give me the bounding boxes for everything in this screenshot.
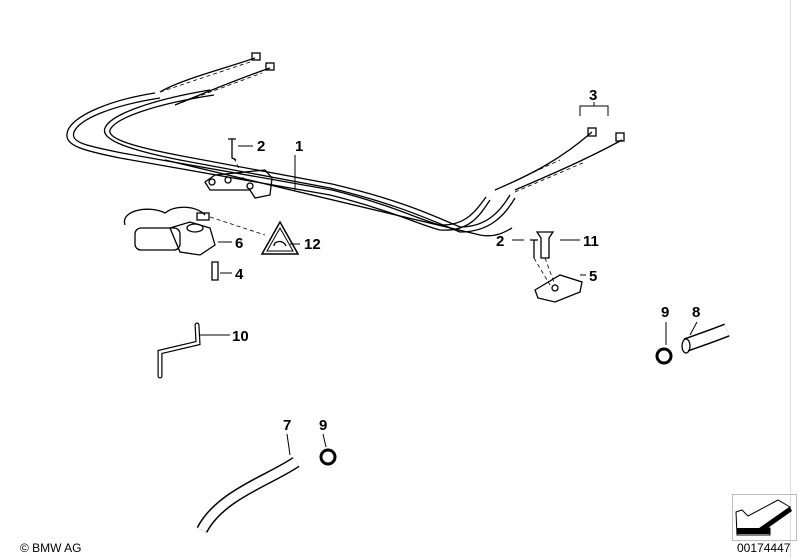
orientation-arrow-icon bbox=[735, 499, 792, 536]
callout-5: 5 bbox=[589, 268, 597, 285]
drive-motor-part-6[interactable] bbox=[124, 206, 266, 281]
callout-2: 2 bbox=[257, 138, 265, 155]
callout-12: 12 bbox=[304, 236, 321, 253]
orientation-box bbox=[732, 494, 797, 541]
callout-9: 9 bbox=[661, 304, 669, 321]
cable-guide-assembly[interactable] bbox=[66, 52, 625, 237]
callout-6: 6 bbox=[235, 235, 243, 252]
warning-label-part-12[interactable] bbox=[260, 220, 300, 255]
hose-part-8[interactable] bbox=[681, 323, 730, 354]
drawing-number: 00174447 bbox=[737, 541, 791, 555]
clip-part-9-bottom[interactable] bbox=[319, 448, 337, 466]
callout-4: 4 bbox=[235, 266, 244, 283]
callout-2-right: 2 bbox=[496, 233, 504, 250]
callout-7: 7 bbox=[283, 417, 291, 434]
leader-lines bbox=[200, 102, 698, 456]
page-edge-line bbox=[790, 0, 791, 559]
screw-part-2[interactable] bbox=[228, 138, 246, 183]
hose-part-7[interactable] bbox=[196, 456, 300, 534]
callout-11: 11 bbox=[583, 233, 599, 250]
bracket-part-5[interactable] bbox=[530, 231, 583, 303]
hex-key-part-10[interactable] bbox=[157, 322, 201, 379]
callout-10: 10 bbox=[232, 328, 249, 345]
callout-3: 3 bbox=[589, 87, 597, 104]
copyright-text: © BMW AG bbox=[20, 541, 82, 555]
callout-1: 1 bbox=[295, 138, 303, 155]
callout-8: 8 bbox=[692, 304, 700, 321]
callout-9-bottom: 9 bbox=[319, 417, 327, 434]
clip-part-9[interactable] bbox=[655, 347, 673, 365]
